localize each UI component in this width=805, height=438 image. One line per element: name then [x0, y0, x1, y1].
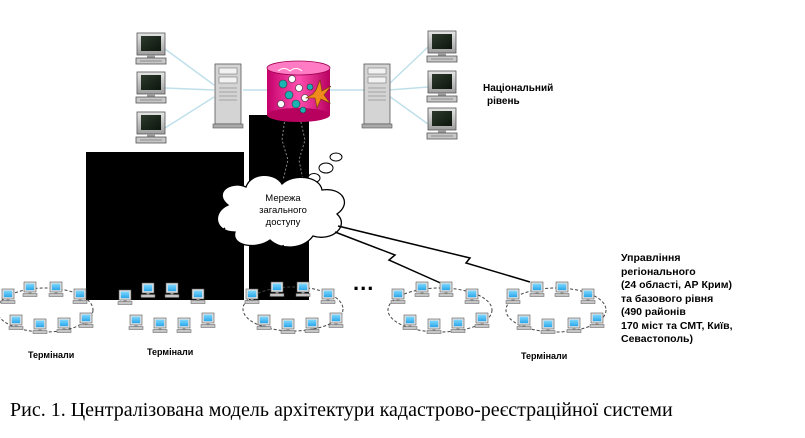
- national-workstation-2: [135, 71, 167, 104]
- comm-links: [119, 225, 531, 301]
- regional-label-line: Севастополь): [621, 333, 693, 345]
- cloud-label-line1: Мережа: [265, 193, 301, 204]
- national-level-label: Національний рівень: [483, 82, 553, 108]
- national-workstation-3: [135, 111, 167, 144]
- national-workstation-5: [426, 70, 458, 103]
- black-block-left: [86, 152, 244, 300]
- regional-label-line: (490 районів: [621, 306, 686, 318]
- ellipsis-mark: ...: [353, 270, 375, 295]
- terminals-label-right: Термінали: [521, 351, 568, 361]
- national-workstation-4: [426, 30, 458, 63]
- regional-label-line: регіонального: [621, 265, 696, 278]
- national-level-line2: рівень: [487, 96, 520, 107]
- backbone-links: [281, 117, 306, 181]
- regional-level-label: Управління регіонального (24 області, АР…: [621, 252, 733, 347]
- network-cloud: [216, 174, 346, 248]
- cloud-label-line3: доступу: [265, 217, 301, 228]
- server-tower-left: [212, 63, 244, 129]
- central-database-icon: [266, 60, 332, 122]
- network-cloud-label: Мережа загального доступу: [243, 193, 323, 229]
- regional-label-line: Управління: [621, 252, 681, 264]
- cloud-label-line2: загального: [259, 205, 307, 216]
- figure-caption: Рис. 1. Централізована модель архітектур…: [10, 399, 673, 421]
- regional-label-line: та базового рівня: [621, 292, 714, 305]
- server-tower-right: [361, 63, 393, 129]
- terminal-cluster-1: [0, 281, 94, 334]
- terminal-cluster-5: [505, 281, 607, 334]
- regional-label-line: (24 області, АР Крим): [621, 279, 733, 291]
- terminal-cluster-3: [242, 281, 344, 334]
- terminals-label-left: Термінали: [28, 350, 75, 360]
- terminals-label-middle: Термінали: [147, 347, 194, 357]
- national-level-line1: Національний: [483, 83, 554, 94]
- national-workstation-1: [135, 32, 167, 65]
- regional-label-line: 170 міст та СМТ, Київ,: [621, 319, 733, 332]
- national-workstation-6: [426, 107, 458, 140]
- cloud-bubbles: [307, 152, 343, 183]
- national-links: [164, 46, 429, 129]
- terminal-cluster-4: [387, 281, 493, 334]
